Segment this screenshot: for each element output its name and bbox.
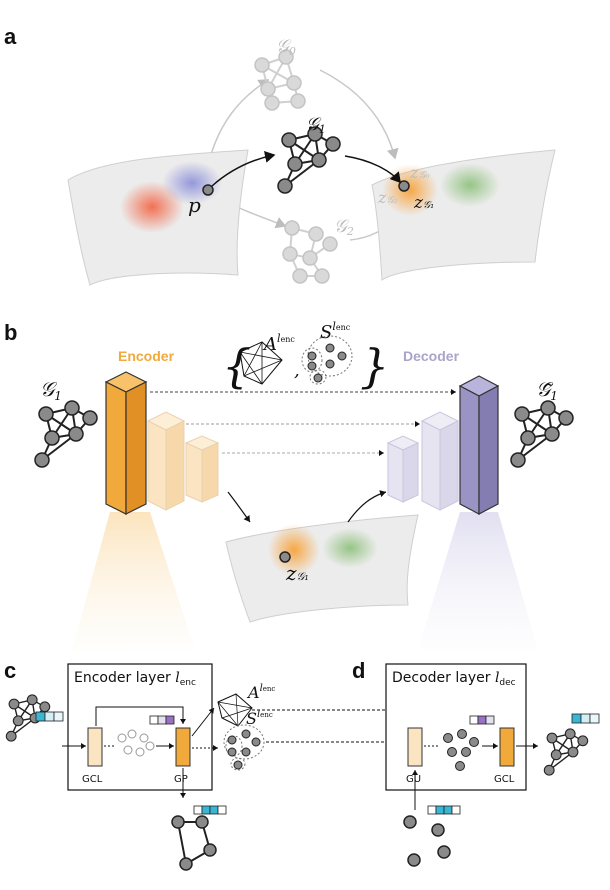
comma: , [294,360,300,381]
point-p [202,184,214,196]
feature-vector-coarse-c [193,805,227,815]
decoder-block-2 [420,411,460,511]
intermediate-nodes-c [117,729,155,757]
label-graph-0: 𝒢0 [276,36,296,58]
skip-arrow-c [95,706,186,726]
output-graph-b [510,400,574,468]
feature-vector-latent-d [427,805,461,815]
gp-label-c: GP [174,774,188,785]
blob-orange-b [268,524,320,576]
gu-block-d [407,727,423,767]
label-input-graph: 𝒢1 [40,377,62,403]
blob-green [440,163,500,207]
encoder-layer-box [67,663,213,791]
feature-vector-mid-d [469,715,495,725]
latent-point-b [279,551,291,563]
label-graph-1: 𝒢1 [306,114,326,136]
feature-vector-mid-c [149,715,175,725]
graph-2 [282,220,338,284]
latent-nodes-d [403,815,451,867]
assignment-icon-c [223,724,265,771]
graph-0 [254,49,306,111]
encoder-title: Encoder [118,348,175,364]
assignment-icon [301,335,353,385]
assignment-label-c: Slenc [246,709,273,728]
adjacency-label-c: Alenc [246,683,275,702]
output-graph-d [543,728,589,776]
gp-block-c [175,727,191,767]
arrow-latent-to-dec [347,490,387,523]
label-graph-2: 𝒢2 [334,216,354,238]
adjacency-label: Alenc [262,332,295,355]
encoder-block-1 [104,371,148,515]
arrow-enc-to-latent [227,491,251,523]
assignment-label: Slenc [320,320,351,343]
label-output-graph: 𝒢̃1 [536,377,558,403]
arrow-graph-1-to-latent [344,155,401,184]
decoder-title: Decoder [403,348,460,364]
latent-point [398,180,410,192]
encoder-beam [72,512,195,650]
gcl-label-c: GCL [82,774,103,785]
gcl-block-d [499,727,515,767]
encoder-block-3 [184,435,220,503]
panel-letter-d: d [352,658,365,683]
label-z-g1: z𝒢₁ [413,193,434,213]
decoder-block-1 [458,375,500,515]
adjacency-icon-c [217,693,253,727]
label-p: p [188,193,201,217]
gcl-label-d: GCL [494,774,515,785]
decoder-layer-title: Decoder layer ldec [392,670,516,688]
manifold-latent-b [225,514,419,623]
arrow-p-to-graph-1 [211,150,276,187]
label-z-g2: z𝒢₂ [377,188,398,207]
blob-green-b [322,528,378,568]
arrow-gp-to-adjacency [191,707,215,737]
brace-right: } [360,339,389,393]
feature-vector-output-d [571,713,600,724]
feature-vector-input-c [35,711,64,722]
encoder-block-2 [146,411,186,511]
gu-label-d: GU [406,774,421,785]
panel-letter-a: a [4,24,17,49]
panel-letter-c: c [4,658,16,683]
brace-left: { [222,339,251,393]
input-graph-b [34,400,98,468]
gcl-block-c [87,727,103,767]
encoder-layer-title: Encoder layer lenc [74,670,196,688]
adjacency-icon [239,341,283,385]
label-latent-b: z𝒢₁ [285,561,309,585]
label-z-g0: z𝒢₀ [409,163,430,182]
panel-letter-b: b [4,320,17,345]
graph-1 [277,126,341,194]
arrow-from-graph-0 [319,69,399,160]
intermediate-nodes-d [443,729,479,771]
decoder-beam [418,512,538,650]
coarse-graph-c [171,815,217,871]
decoder-block-3 [386,435,420,503]
